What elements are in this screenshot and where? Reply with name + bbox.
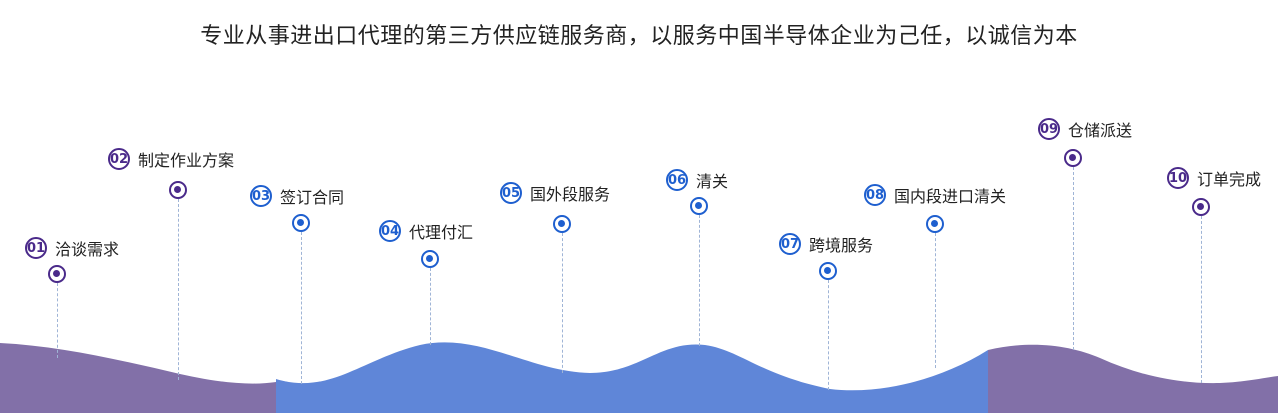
step-number-badge: 01: [25, 237, 47, 259]
step-number-badge: 10: [1167, 167, 1189, 189]
step-number-badge: 09: [1038, 118, 1060, 140]
step-marker-dot: [690, 197, 708, 215]
step-text: 代理付汇: [409, 223, 474, 242]
wave-right-purple: [988, 344, 1278, 413]
step-text: 签订合同: [280, 188, 345, 207]
step-marker-dot: [292, 214, 310, 232]
step-connector-line: [935, 233, 936, 368]
step-label: 02 制定作业方案: [108, 147, 234, 171]
step-connector-line: [562, 233, 563, 373]
step-label: 09 仓储派送: [1038, 117, 1132, 141]
step-number-badge: 07: [779, 233, 801, 255]
step-label: 03 签订合同: [250, 184, 344, 208]
subtitle: 专业从事进出口代理的第三方供应链服务商，以服务中国半导体企业为己任，以诚信为本: [200, 24, 1078, 49]
step-connector-line: [301, 232, 302, 384]
step-connector-line: [57, 283, 58, 358]
step-label: 05 国外段服务: [500, 181, 610, 205]
step-marker-dot: [421, 250, 439, 268]
step-text: 国内段进口清关: [894, 187, 1007, 206]
wave-left-purple: [0, 343, 276, 413]
wave-middle-blue: [276, 342, 988, 413]
step-connector-line: [828, 280, 829, 390]
step-number-badge: 06: [666, 169, 688, 191]
step-text: 仓储派送: [1068, 121, 1133, 140]
step-text: 清关: [696, 172, 729, 191]
step-number-badge: 02: [108, 148, 130, 170]
step-marker-dot: [48, 265, 66, 283]
step-marker-dot: [819, 262, 837, 280]
step-label: 06 清关: [666, 168, 728, 192]
step-number-badge: 05: [500, 182, 522, 204]
step-label: 10 订单完成: [1167, 166, 1261, 190]
step-connector-line: [1073, 167, 1074, 350]
step-connector-line: [699, 215, 700, 346]
step-connector-line: [178, 199, 179, 380]
step-text: 订单完成: [1197, 170, 1262, 189]
step-text: 制定作业方案: [138, 151, 235, 170]
step-number-badge: 03: [250, 185, 272, 207]
step-number-badge: 04: [379, 220, 401, 242]
step-text: 跨境服务: [809, 236, 874, 255]
step-number-badge: 08: [864, 184, 886, 206]
step-marker-dot: [926, 215, 944, 233]
step-connector-line: [1201, 216, 1202, 383]
step-marker-dot: [1064, 149, 1082, 167]
step-label: 04 代理付汇: [379, 219, 473, 243]
step-label: 07 跨境服务: [779, 232, 873, 256]
step-marker-dot: [1192, 198, 1210, 216]
step-label: 08 国内段进口清关: [864, 183, 1006, 207]
step-text: 洽谈需求: [55, 240, 120, 259]
step-marker-dot: [553, 215, 571, 233]
step-connector-line: [430, 268, 431, 345]
step-text: 国外段服务: [530, 185, 611, 204]
step-label: 01 洽谈需求: [25, 236, 119, 260]
step-marker-dot: [169, 181, 187, 199]
